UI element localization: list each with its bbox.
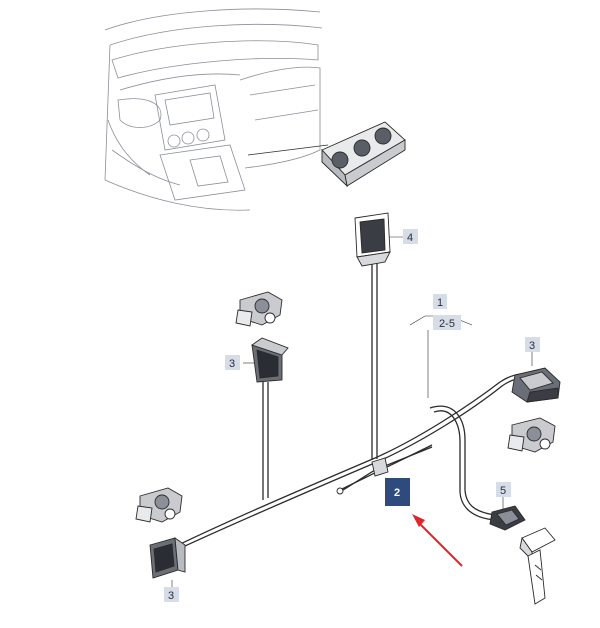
callout-4[interactable]: 4 bbox=[403, 229, 418, 244]
callout-3-right[interactable]: 3 bbox=[525, 337, 540, 352]
connector-3-right bbox=[511, 367, 561, 403]
callout-3-bottom-label: 3 bbox=[168, 590, 174, 602]
callout-2-5[interactable]: 2-5 bbox=[433, 315, 461, 330]
wire-clip bbox=[336, 457, 389, 495]
red-pointer-arrow-icon bbox=[412, 514, 463, 567]
callout-2-5-label: 2-5 bbox=[439, 318, 455, 330]
connector-4 bbox=[354, 212, 391, 267]
temperature-sensor bbox=[519, 527, 556, 605]
harness-wires bbox=[171, 262, 541, 553]
callout-2-selected[interactable]: 2 bbox=[385, 478, 410, 506]
callout-1[interactable]: 1 bbox=[433, 294, 447, 309]
climate-control-unit bbox=[321, 121, 406, 188]
callout-4-label: 4 bbox=[407, 232, 413, 244]
callout-3-bottom[interactable]: 3 bbox=[164, 587, 179, 602]
connector-3-bottom bbox=[149, 537, 186, 579]
callout-5-label: 5 bbox=[500, 485, 506, 497]
callout-2-selected-label: 2 bbox=[394, 487, 400, 499]
callout-3-right-label: 3 bbox=[529, 340, 535, 352]
callout-3-middle-label: 3 bbox=[229, 358, 235, 370]
dashboard-sketch bbox=[104, 8, 329, 211]
connector-5 bbox=[489, 505, 526, 531]
callout-3-middle[interactable]: 3 bbox=[225, 355, 240, 370]
actuator-motor-left bbox=[135, 487, 183, 523]
leader-lines bbox=[171, 236, 533, 588]
connector-3-middle bbox=[251, 337, 289, 383]
actuator-motor-top bbox=[235, 291, 283, 327]
callout-5[interactable]: 5 bbox=[496, 482, 511, 497]
callout-1-label: 1 bbox=[437, 297, 443, 309]
actuator-motor-right bbox=[507, 417, 556, 453]
